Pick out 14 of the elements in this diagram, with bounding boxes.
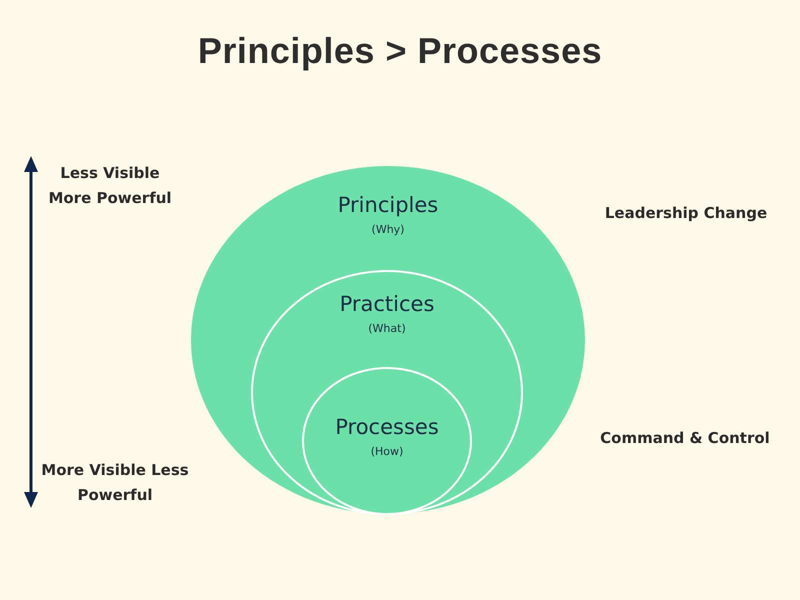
layer-subtitle: (How) — [370, 445, 404, 458]
ellipse-layer — [251, 270, 523, 515]
ellipse-layer — [302, 367, 472, 515]
side-label: Less Visible More Powerful — [47, 163, 173, 209]
layer-heading: Principles — [338, 193, 438, 217]
side-label: Leadership Change — [604, 203, 768, 224]
ellipse-layer — [190, 165, 586, 515]
side-label: Command & Control — [599, 428, 771, 449]
layer-heading: Processes — [335, 415, 439, 439]
title: Principles > Processes — [198, 30, 602, 72]
layer-subtitle: (What) — [368, 322, 406, 335]
layer-subtitle: (Why) — [372, 223, 404, 236]
layer-heading: Practices — [340, 292, 434, 316]
side-label: More Visible Less Powerful — [40, 460, 190, 506]
